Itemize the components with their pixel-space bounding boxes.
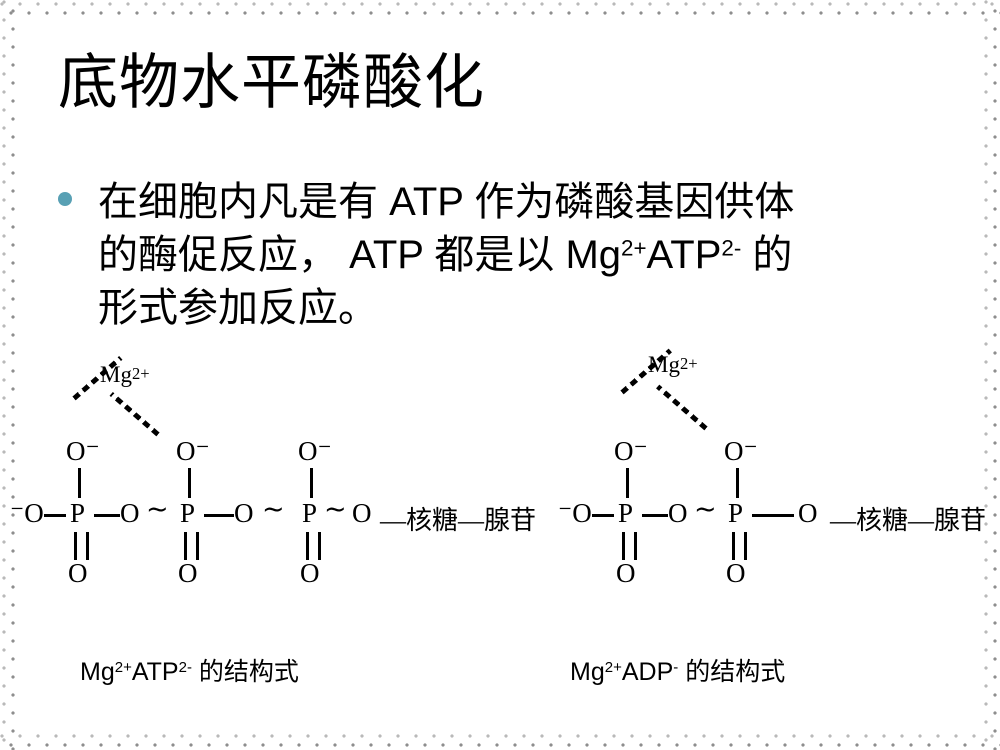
ribose-adenosine-label-atp: —核糖—腺苷 [380,506,537,535]
bond-vertical-top-3-atp [310,468,313,498]
caption-adp-suffix: 的结构式 [678,658,786,686]
bridge-oxygen-2-adp: O [798,498,818,528]
caption-atp-name: ATP [131,658,179,686]
bullet-marker-icon [58,192,72,206]
terminal-oxide-adp: ⁻O [558,498,592,528]
caption-atp-mg: Mg [80,658,115,686]
caption-adp: Mg2+ADP- 的结构式 [570,652,785,688]
bond-vertical-top-2-atp [188,468,191,498]
double-bond-bottom-2-adp [732,532,747,560]
phosphorus-3-atp: P [302,498,318,528]
bullet-line-3-text: 形式参加反应。 [98,286,378,331]
bridge-oxygen-3-atp: O [352,498,372,528]
coordinate-bond-right-adp [656,384,708,431]
phosphorus-2-adp: P [728,498,744,528]
high-energy-bond-2-atp: ∼ [262,494,285,524]
double-bond-bottom-1-adp [622,532,637,560]
bullet-item-text: 在细胞内凡是有 ATP 作为磷酸基因供体 的酶促反应， ATP 都是以 Mg2+… [98,176,794,336]
phosphorus-1-atp: P [70,498,86,528]
caption-atp-charge: 2- [178,658,192,676]
oxygen-top-1-atp: O⁻ [66,436,100,466]
structure-diagram-atp: Mg2+ O⁻ P O ⁻O O ∼ O⁻ P O O ∼ O⁻ P O ∼ O… [8,355,536,600]
bond-p1-bridge-atp [94,514,120,517]
bullet-line-1: 在细胞内凡是有 ATP 作为磷酸基因供体 [98,176,794,229]
bond-terminal-adp [592,514,614,517]
bullet-line-2-b: ATP [646,233,722,278]
bond-p2-bridge-adp [752,514,794,517]
double-bond-bottom-1-atp [74,532,89,560]
bond-vertical-top-1-adp [626,468,629,498]
bridge-oxygen-1-adp: O [668,498,688,528]
bullet-line-2: 的酶促反应， ATP 都是以 Mg2+ATP2- 的 [98,229,794,282]
high-energy-bond-3-atp: ∼ [324,494,347,524]
oxygen-bottom-2-adp: O [726,558,746,588]
bond-vertical-top-1-atp [78,468,81,498]
caption-adp-charge: - [673,658,679,676]
bond-p1-bridge-adp [642,514,668,517]
oxygen-top-2-adp: O⁻ [724,436,758,466]
bridge-oxygen-2-atp: O [234,498,254,528]
decorative-border-top [0,0,1000,18]
oxygen-bottom-1-atp: O [68,558,88,588]
double-bond-bottom-2-atp [184,532,199,560]
bridge-oxygen-1-atp: O [120,498,140,528]
caption-atp: Mg2+ATP2- 的结构式 [80,652,299,688]
oxygen-top-2-atp: O⁻ [176,436,210,466]
double-bond-bottom-3-atp [306,532,321,560]
caption-adp-mg-charge: 2+ [604,658,622,676]
bullet-line-3: 形式参加反应。 [98,282,794,335]
oxygen-top-3-atp: O⁻ [298,436,332,466]
structure-diagram-adp: Mg2+ O⁻ P O ⁻O O ∼ O⁻ P O O —核糖—腺苷 [548,348,992,600]
phosphorus-1-adp: P [618,498,634,528]
oxygen-bottom-2-atp: O [178,558,198,588]
caption-atp-mg-charge: 2+ [114,658,132,676]
decorative-border-bottom [0,732,1000,750]
mg-charge: 2+ [131,364,150,384]
bond-vertical-top-2-adp [736,468,739,498]
terminal-oxide-atp: ⁻O [10,498,44,528]
oxygen-bottom-3-atp: O [300,558,320,588]
caption-adp-name: ADP [621,658,674,686]
oxygen-top-1-adp: O⁻ [614,436,648,466]
coordinate-bond-right-atp [109,391,160,437]
bullet-list: 在细胞内凡是有 ATP 作为磷酸基因供体 的酶促反应， ATP 都是以 Mg2+… [58,176,938,336]
caption-atp-suffix: 的结构式 [191,658,299,686]
mg-charge-adp: 2+ [679,354,698,374]
high-energy-bond-1-atp: ∼ [146,494,169,524]
bullet-line-2-a: 的酶促反应， ATP 都是以 Mg [98,233,622,278]
bond-terminal-atp [44,514,66,517]
ribose-adenosine-label-adp: —核糖—腺苷 [830,506,987,535]
bullet-line-2-sup-2: 2- [721,235,742,261]
oxygen-bottom-1-adp: O [616,558,636,588]
page-title: 底物水平磷酸化 [58,50,485,116]
phosphorus-2-atp: P [180,498,196,528]
bullet-line-2-c: 的 [741,233,793,278]
high-energy-bond-1-adp: ∼ [694,494,717,524]
bond-p2-bridge-atp [204,514,234,517]
bullet-line-2-sup-1: 2+ [621,235,647,261]
caption-adp-mg: Mg [570,658,605,686]
bullet-line-1-text: 在细胞内凡是有 ATP 作为磷酸基因供体 [98,180,795,224]
